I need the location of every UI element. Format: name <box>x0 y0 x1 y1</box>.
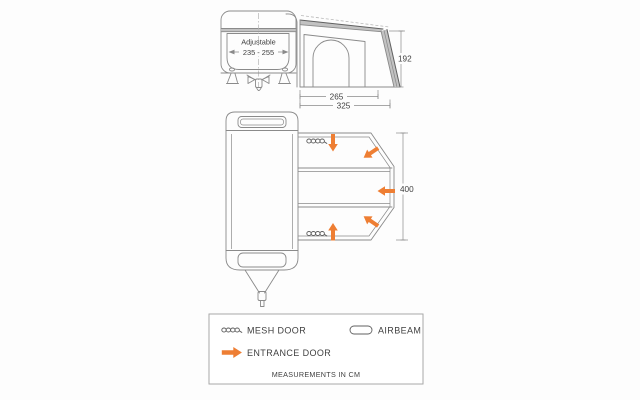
legend-item-airbeam: AIRBEAM <box>349 325 421 336</box>
legend-item-entrance-door: ENTRANCE DOOR <box>221 346 331 359</box>
mesh-door-icon <box>221 327 243 333</box>
mesh-door-icon <box>306 138 328 144</box>
awning-depth-dimension-265: 265 <box>299 91 379 102</box>
corner-steady-left <box>226 73 239 84</box>
mesh-door-label: MESH DOOR <box>247 326 306 336</box>
caravan-rear-wall <box>285 13 298 88</box>
entrance-door-label: ENTRANCE DOOR <box>247 348 331 358</box>
height-dimension-192: 192 <box>389 30 412 88</box>
awning-inner-outline <box>298 136 391 237</box>
entrance-door-arrow-icon <box>377 186 395 196</box>
jockey-wheel <box>260 300 265 307</box>
units-note: MEASUREMENTS IN CM <box>272 370 360 379</box>
total-depth-dimension-325: 325 <box>299 100 391 111</box>
caravan-front-window <box>237 116 287 128</box>
depth-dimensions: 265 325 <box>299 90 391 111</box>
adjustable-label: Adjustable <box>241 38 276 47</box>
awning-depth-value: 265 <box>330 93 344 102</box>
airbeam-crossbar-top <box>297 167 393 172</box>
total-depth-value: 325 <box>337 102 351 111</box>
caravan-front-panel <box>226 33 290 70</box>
caravan-plan <box>225 111 299 307</box>
plan-view: 400 <box>225 111 414 307</box>
caravan-drawbar-cover <box>237 252 287 268</box>
mesh-door-icon <box>306 231 328 237</box>
awning-outer-outline <box>297 132 395 241</box>
side-wall-panel <box>303 34 366 88</box>
marker-light-left <box>228 67 236 72</box>
legend-item-mesh-door: MESH DOOR <box>221 326 306 336</box>
side-door-arch <box>312 39 350 88</box>
side-elevation-view: 192 <box>285 13 412 88</box>
width-dimension-400: 400 <box>396 132 414 241</box>
airbeam-label: AIRBEAM <box>378 326 421 336</box>
airbeam-crossbar-bottom <box>297 203 393 208</box>
hitch-assembly <box>246 74 271 91</box>
a-frame <box>244 269 280 294</box>
entrance-door-arrow-icon <box>360 144 381 162</box>
entrance-door-arrow-icon <box>360 212 381 230</box>
legend: MESH DOOR AIRBEAM ENTRANCE DOOR MEASUREM… <box>208 313 424 385</box>
entrance-door-arrow-icon <box>328 223 338 241</box>
airbeam-icon <box>349 325 373 335</box>
marker-light-right <box>281 67 289 72</box>
legend-box <box>208 313 424 385</box>
height-value: 192 <box>398 55 412 64</box>
adjustable-range-value: 235 - 255 <box>243 48 274 57</box>
entrance-door-arrow-icon <box>328 134 338 152</box>
corner-steady-right <box>278 73 291 84</box>
awning-plan <box>297 132 395 241</box>
adjustable-height-dimension: Adjustable 235 - 255 <box>228 38 289 57</box>
front-elevation-view: Adjustable 235 - 255 <box>220 10 297 91</box>
caravan-plan-outline <box>225 111 299 271</box>
width-value: 400 <box>400 185 414 194</box>
awning-roof-band <box>300 20 383 32</box>
